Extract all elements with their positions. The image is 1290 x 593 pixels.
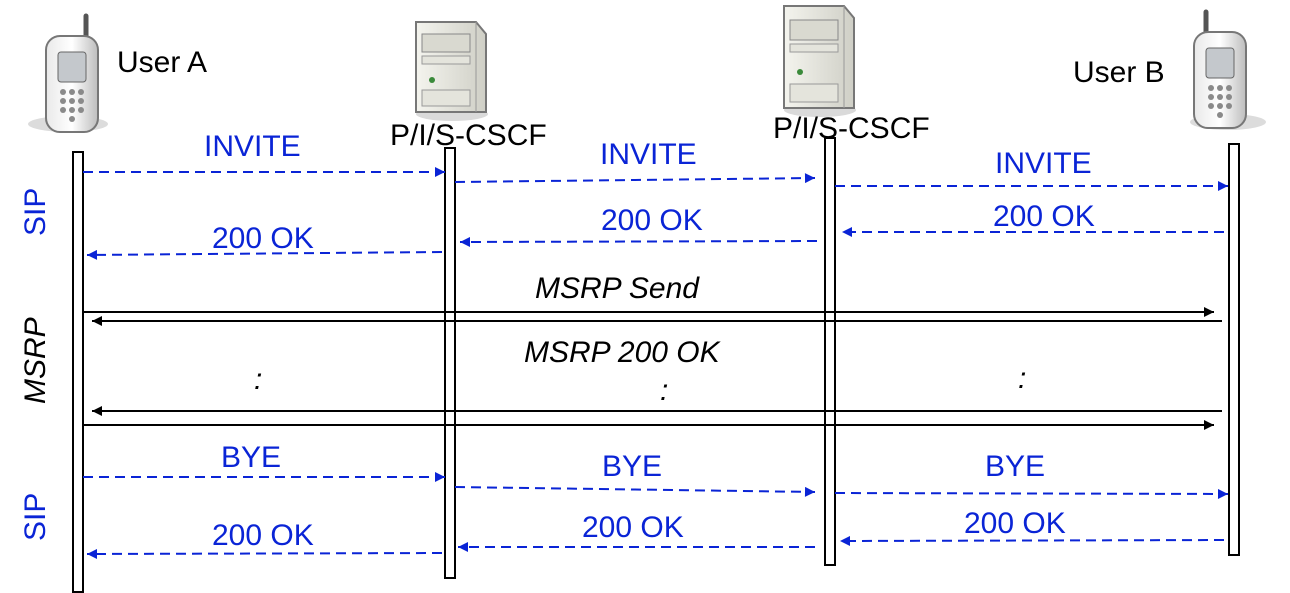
pcscf-2-server-icon xyxy=(783,5,856,117)
ellipsis-1: : xyxy=(254,363,262,396)
ok-teardown-arrow-3 xyxy=(839,535,1225,546)
pcscf-1-server-icon xyxy=(415,21,488,121)
user-a-label: User A xyxy=(117,46,207,79)
ok-teardown-label-3: 200 OK xyxy=(964,507,1066,540)
ok-teardown-arrow-1 xyxy=(86,548,443,559)
bye-arrow-2 xyxy=(454,486,816,497)
phase-label-msrp: MSRP xyxy=(19,317,52,404)
user-a-phone-icon xyxy=(28,13,108,133)
bye-label-3: BYE xyxy=(985,450,1045,483)
msrp-send-label: MSRP Send xyxy=(535,272,700,305)
bye-label-2: BYE xyxy=(602,450,662,483)
ok-teardown-label-1: 200 OK xyxy=(212,519,314,552)
pcscf-1-label: P/I/S-CSCF xyxy=(390,119,547,152)
ok-setup-arrow-1 xyxy=(86,249,443,260)
ok-setup-label-2: 200 OK xyxy=(601,204,703,237)
user-b-label: User B xyxy=(1073,56,1165,89)
bye-label-1: BYE xyxy=(221,441,281,474)
ellipsis-3: : xyxy=(1018,362,1026,395)
phase-label-sip-teardown: SIP xyxy=(19,493,52,541)
ellipsis-2: : xyxy=(660,374,668,407)
pcscf-1-lifeline xyxy=(444,147,456,579)
ok-setup-arrow-2 xyxy=(459,236,818,247)
user-b-lifeline xyxy=(1228,143,1240,556)
user-a-lifeline xyxy=(72,151,84,593)
invite-label-2: INVITE xyxy=(600,138,697,171)
user-b-phone-icon xyxy=(1190,9,1266,130)
invite-label-3: INVITE xyxy=(995,147,1092,180)
bye-arrow-3 xyxy=(834,488,1229,499)
ok-teardown-label-2: 200 OK xyxy=(582,511,684,544)
msrp-ok-label: MSRP 200 OK xyxy=(524,336,722,369)
invite-arrow-2 xyxy=(454,173,816,184)
invite-label-1: INVITE xyxy=(204,130,301,163)
pcscf-2-label: P/I/S-CSCF xyxy=(773,112,930,145)
phase-label-sip-setup: SIP xyxy=(19,188,52,236)
ok-setup-label-1: 200 OK xyxy=(212,222,314,255)
pcscf-2-lifeline xyxy=(824,137,836,566)
ok-setup-label-3: 200 OK xyxy=(993,200,1095,233)
